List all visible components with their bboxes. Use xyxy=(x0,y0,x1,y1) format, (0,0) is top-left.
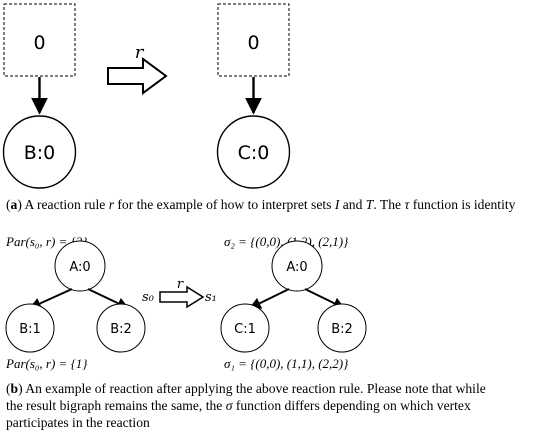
caption-b-line1: (b) An example of reaction after applyin… xyxy=(6,381,486,396)
s1-label: s₁ xyxy=(205,290,217,305)
caption-b-line3: participates in the reaction xyxy=(6,415,150,430)
left-node-label: B:0 xyxy=(24,142,56,164)
right-root-circle xyxy=(271,240,323,292)
caption-b-line2b: function differs depending on which vert… xyxy=(232,398,471,413)
caption-a-text2: for the example of how to interpret sets xyxy=(113,197,335,212)
panel-a: 0 B:0 r 0 C:0 xyxy=(2,3,291,189)
caption-a-tag: a xyxy=(10,197,18,212)
left-site-box xyxy=(3,3,76,77)
left-child1-label: B:1 xyxy=(19,322,41,337)
left-child2-label: B:2 xyxy=(110,322,132,337)
caption-b-tag: b xyxy=(10,381,19,396)
right-child1-circle xyxy=(220,303,270,353)
caption-a-text4: function is identity xyxy=(409,197,516,212)
caption-a: (a) A reaction rule r for the example of… xyxy=(6,197,516,212)
right-child2-circle xyxy=(317,303,367,353)
right-root-label: A:0 xyxy=(286,260,307,275)
right-edge-to-c1 xyxy=(248,288,290,309)
right-site-box xyxy=(217,3,290,77)
rule-label: r xyxy=(135,42,145,63)
right-site-label: 0 xyxy=(247,32,259,54)
right-node-circle xyxy=(216,115,291,189)
right-node-label: C:0 xyxy=(238,142,270,164)
caption-a-i: I xyxy=(334,197,340,212)
caption-a-text3: . The xyxy=(373,197,405,212)
right-child2-label: B:2 xyxy=(331,322,353,337)
caption-a-and: and xyxy=(339,197,366,212)
right-child1-label: C:1 xyxy=(234,322,256,337)
reaction-hollow-arrow xyxy=(159,285,205,309)
caption-a-r: r xyxy=(108,197,114,212)
left-child1-circle xyxy=(5,303,55,353)
panel-b: Par(s₀, r) = {2} A:0 B:1 B:2 Par(s₀, r) … xyxy=(5,234,367,371)
par-bottom-label: Par(s₀, r) = {1} xyxy=(5,356,88,371)
rule-hollow-arrow xyxy=(107,57,168,95)
caption-a-tau: τ xyxy=(404,197,410,212)
caption-b-sigma: σ xyxy=(225,398,233,413)
caption-b-line2a: the result bigraph remains the same, the xyxy=(6,398,226,413)
sigma2-label: σ₂ = {(0,0), (1,2), (2,1)} xyxy=(224,234,349,249)
s0-label: s₀ xyxy=(142,290,155,305)
caption-b-line1-text: An example of reaction after applying th… xyxy=(22,381,486,396)
left-root-label: A:0 xyxy=(69,260,90,275)
left-node-circle xyxy=(2,115,77,189)
caption-a-text1: A reaction rule xyxy=(24,197,109,212)
sigma1-label: σ₁ = {(0,0), (1,1), (2,2)} xyxy=(224,356,349,371)
left-site-label: 0 xyxy=(33,32,45,54)
rule-label-b: r xyxy=(177,277,184,292)
caption-b: (b) An example of reaction after applyin… xyxy=(6,380,546,431)
left-root-circle xyxy=(54,240,106,292)
left-child2-circle xyxy=(96,303,146,353)
caption-b-line2: the result bigraph remains the same, the… xyxy=(6,397,546,414)
caption-a-t: T xyxy=(365,197,374,212)
